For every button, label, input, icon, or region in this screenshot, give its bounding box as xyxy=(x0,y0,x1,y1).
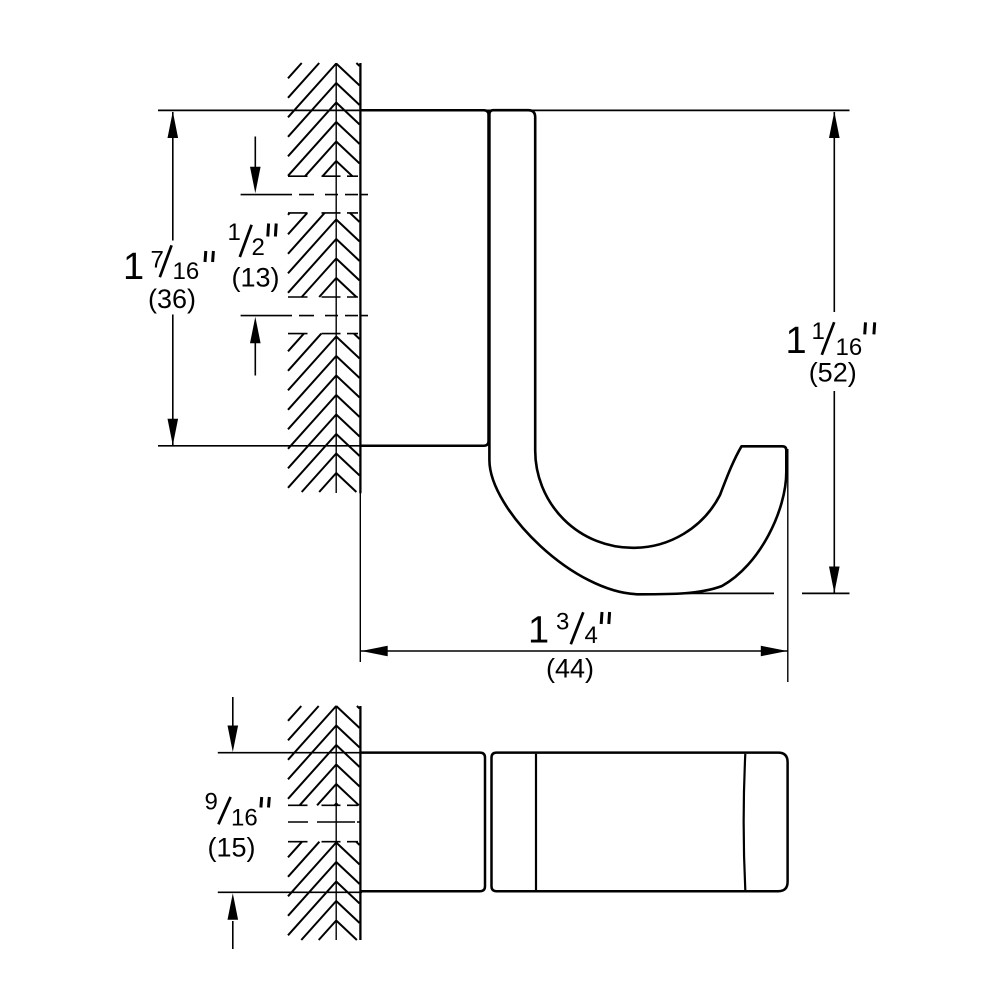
svg-text:2: 2 xyxy=(252,234,265,261)
svg-text:16: 16 xyxy=(836,334,863,361)
svg-text:(36): (36) xyxy=(148,284,196,314)
svg-text:1: 1 xyxy=(786,320,807,362)
svg-text:(44): (44) xyxy=(546,654,594,684)
svg-text:3: 3 xyxy=(556,609,569,636)
svg-text:9: 9 xyxy=(205,789,218,816)
svg-text:16: 16 xyxy=(173,258,200,285)
svg-text:1: 1 xyxy=(528,610,549,652)
svg-text:4: 4 xyxy=(585,622,598,649)
svg-text:(52): (52) xyxy=(809,358,857,388)
svg-text:1: 1 xyxy=(228,219,241,246)
svg-text:1: 1 xyxy=(812,318,825,345)
svg-text:1: 1 xyxy=(123,246,144,288)
svg-text:(13): (13) xyxy=(231,263,279,293)
svg-text:7: 7 xyxy=(151,247,164,274)
svg-text:(15): (15) xyxy=(207,833,255,863)
svg-text:16: 16 xyxy=(231,805,258,832)
